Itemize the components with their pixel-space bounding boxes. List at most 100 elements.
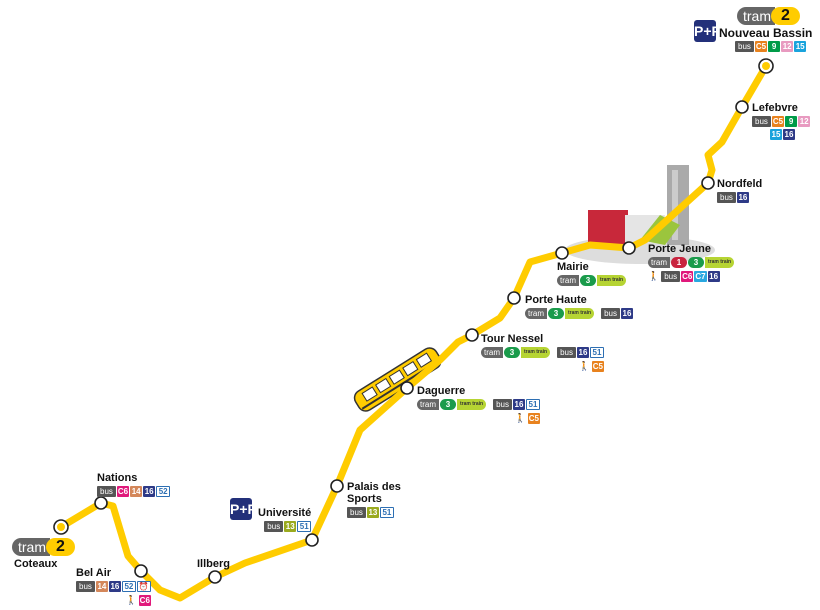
stop-name: Nordfeld	[717, 178, 763, 190]
bus-line-badge: 16	[736, 192, 749, 203]
tram-train-badge: tram train	[565, 308, 595, 319]
stop-coteaux[interactable]: Coteaux	[14, 558, 57, 570]
bus-mode-label: bus	[557, 347, 576, 358]
bus-mode-label: bus	[661, 270, 681, 282]
bus-line-badge: 9	[768, 41, 781, 52]
building-illustration-icon	[588, 165, 689, 245]
bus-line-badge: 16	[707, 270, 720, 282]
stop-name: Coteaux	[14, 558, 58, 570]
bus-mode-label: bus	[76, 581, 95, 592]
bus-line-badge: 16	[512, 399, 525, 410]
walking-transfer-icon: 🚶	[514, 413, 526, 423]
tram-line-badge: 3	[504, 347, 520, 358]
bus-line-badge: 13	[284, 521, 297, 532]
bus-line-badge: 16	[620, 308, 633, 319]
tram-mode-label: tram	[557, 275, 579, 286]
tram-line-badge: 3	[548, 308, 564, 319]
stop-name: Palais des Sports	[347, 481, 401, 505]
bus-mode-label: bus	[735, 41, 754, 52]
tram-line-badge: 3	[688, 257, 704, 268]
mode-label: tram	[12, 538, 50, 556]
bus-line-badge: 15	[794, 41, 807, 52]
bus-line-badge: 14	[95, 581, 108, 592]
walking-transfer-icon: 🚶	[648, 271, 660, 281]
bus-mode-label: bus	[97, 486, 116, 497]
tram-mode-label: tram	[648, 257, 670, 268]
stop-name: Lefebvre	[752, 102, 798, 114]
stop-name: Nouveau Bassin	[719, 26, 813, 40]
bus-line-badge: 12	[781, 41, 794, 52]
tram-line-badge: 3	[580, 275, 596, 286]
bus-line-badge: C7	[694, 270, 707, 282]
stop-name: Mairie	[557, 261, 589, 273]
bus-mode-label: bus	[717, 192, 736, 203]
bus-line-badge: C5	[527, 412, 540, 424]
bus-line-badge: 51	[297, 521, 312, 532]
mode-label: tram	[737, 7, 775, 25]
stop-illberg[interactable]: Illberg	[197, 558, 230, 570]
bus-mode-label: bus	[264, 521, 284, 532]
bus-mode-label: bus	[493, 399, 512, 410]
bus-line-badge: 52	[156, 486, 171, 497]
bus-line-badge: 51	[379, 507, 394, 518]
tram-train-badge: tram train	[457, 399, 487, 410]
bus-line-badge: C6	[138, 594, 151, 606]
walking-transfer-icon: 🚶	[125, 595, 137, 605]
bus-line-badge: 9	[785, 116, 798, 127]
walking-transfer-icon: 🚶	[578, 361, 590, 371]
stop-name: Bel Air	[76, 567, 112, 579]
bus-line-badge: C5	[771, 116, 785, 127]
tram-mode-label: tram	[417, 399, 439, 410]
stop-name: Université	[258, 507, 312, 519]
bus-line-badge: 16	[108, 581, 121, 592]
stop-name: Illberg	[197, 558, 231, 570]
alarm-clock-icon: ⏰	[136, 581, 151, 592]
tram-line-badge: 3	[440, 399, 456, 410]
tram-route-line	[57, 62, 770, 602]
bus-line-badge: 12	[798, 116, 811, 127]
stop-name: Nations	[97, 472, 138, 484]
tram-mode-label: tram	[481, 347, 503, 358]
bus-line-badge: 13	[366, 507, 379, 518]
bus-mode-label: bus	[347, 507, 366, 518]
bus-line-badge: C6	[681, 270, 694, 282]
connections-row: 🚶C6	[76, 594, 151, 606]
park-and-ride-icon: P+R	[694, 20, 722, 42]
line-number: 2	[771, 7, 800, 25]
tram-line-badge: 1	[671, 257, 687, 268]
stop-name: Porte Haute	[525, 294, 587, 306]
bus-line-badge: C6	[116, 486, 130, 497]
tram-mode-label: tram	[525, 308, 547, 319]
bus-line-badge: 51	[525, 399, 540, 410]
park-and-ride-icon: P+R	[230, 498, 258, 520]
stop-name: Porte Jeune	[648, 243, 711, 255]
stop-name: Daguerre	[417, 385, 466, 397]
